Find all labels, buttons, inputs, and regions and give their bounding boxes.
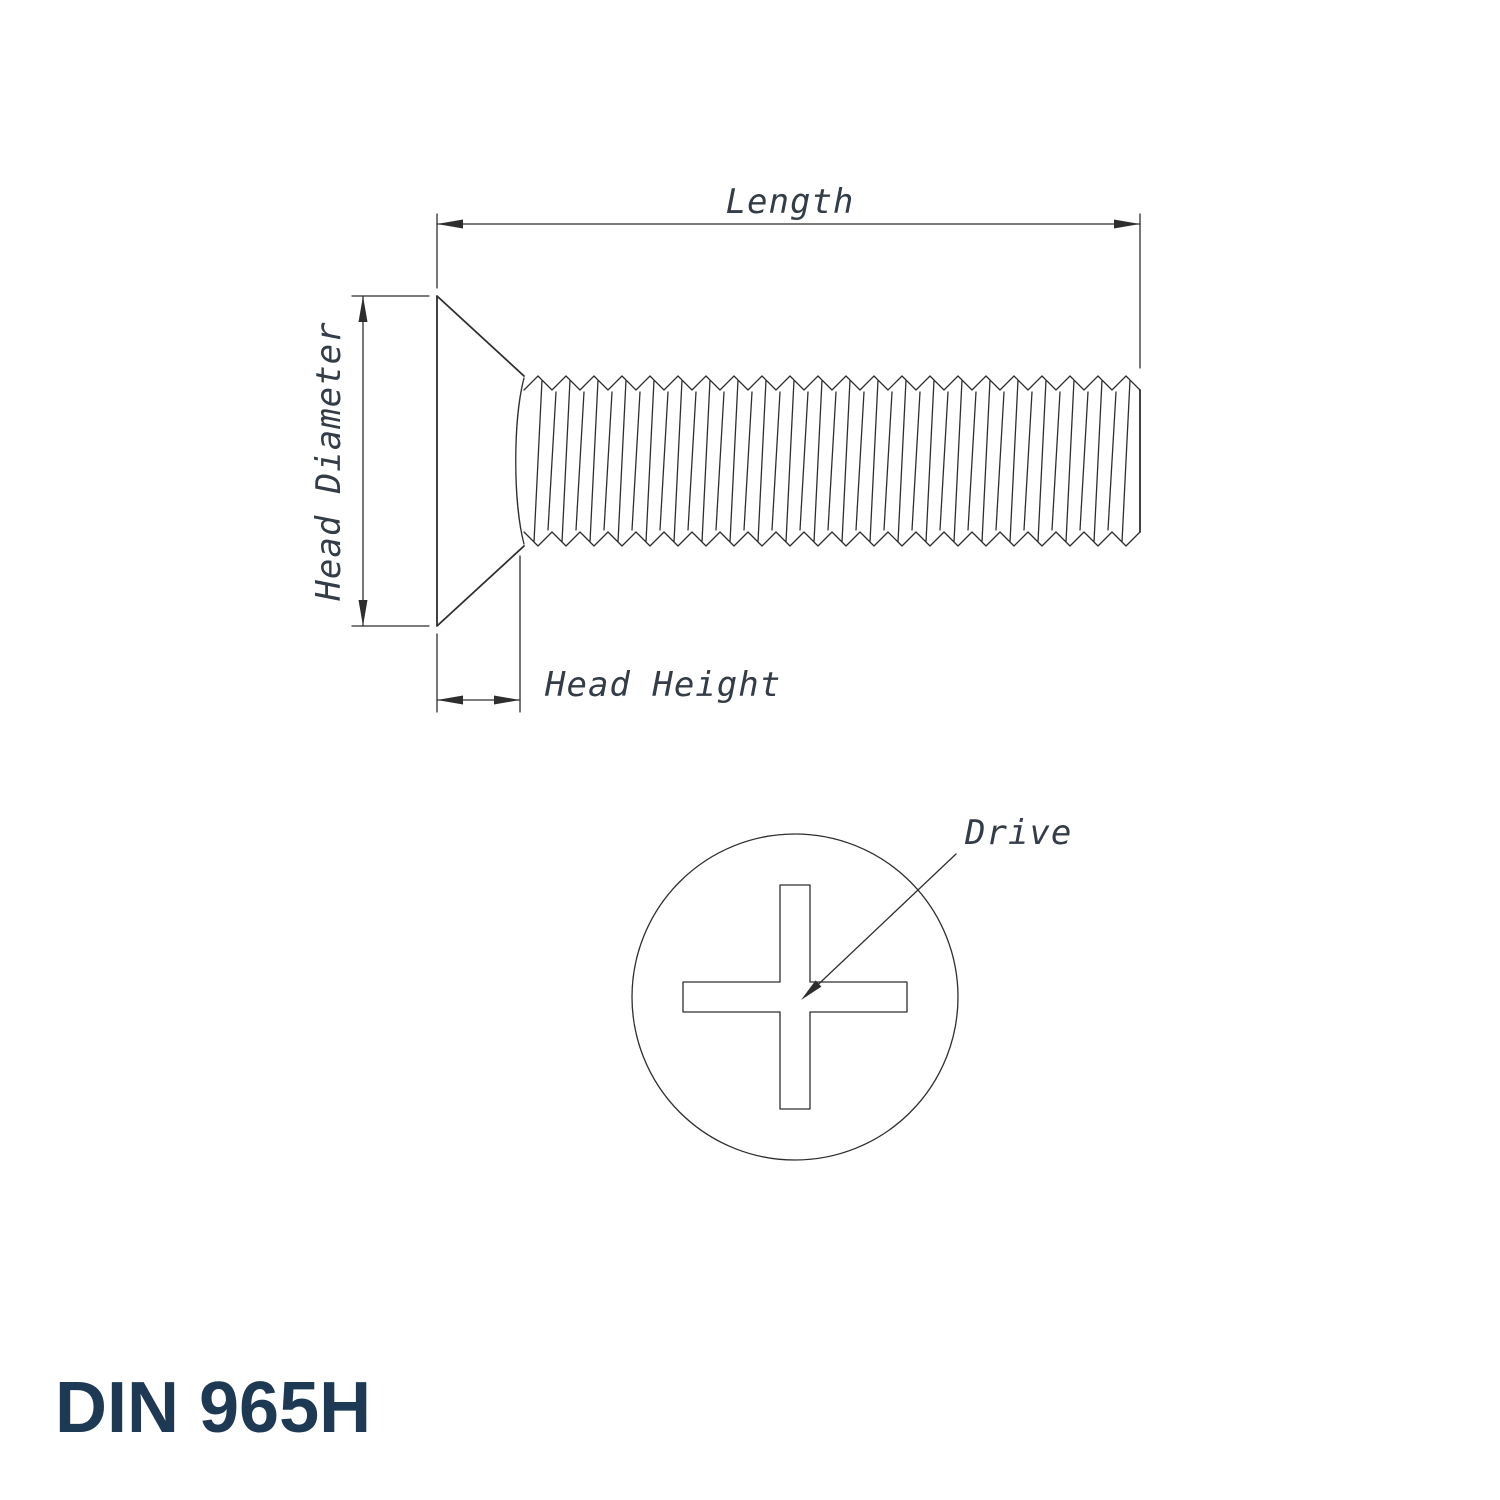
head-height-label: Head Height: [544, 665, 781, 705]
phillips-cross-outline: [682, 884, 908, 1110]
head-height-dimension: Head Height: [436, 555, 781, 713]
head-height-extension-lines: [436, 555, 521, 713]
drive-leader-arrowhead: [801, 980, 822, 1000]
top-view: Drive: [631, 813, 1072, 1161]
drive-leader-line: [805, 853, 957, 997]
head-height-arrow-left: [437, 695, 463, 705]
length-dimension: Length: [436, 182, 1141, 369]
head-diameter-label: Head Diameter: [309, 321, 349, 601]
length-extension-lines: [436, 213, 1141, 369]
length-label: Length: [726, 182, 855, 222]
length-arrow-right: [1114, 219, 1140, 229]
head-height-arrow-right: [494, 695, 520, 705]
standard-title: DIN 965H: [55, 1368, 371, 1448]
thread-runout-curve: [515, 377, 525, 545]
head-diameter-arrow-bottom: [358, 600, 368, 626]
thread-lines: [523, 375, 1141, 547]
head-circle: [631, 833, 959, 1161]
length-arrow-left: [437, 219, 463, 229]
head-diameter-dimension: Head Diameter: [309, 295, 430, 627]
side-view: [436, 295, 1141, 627]
head-diameter-extension-lines: [351, 295, 430, 627]
drive-label: Drive: [964, 813, 1072, 853]
head-diameter-arrow-top: [358, 296, 368, 322]
screw-head-outline: [436, 295, 525, 627]
